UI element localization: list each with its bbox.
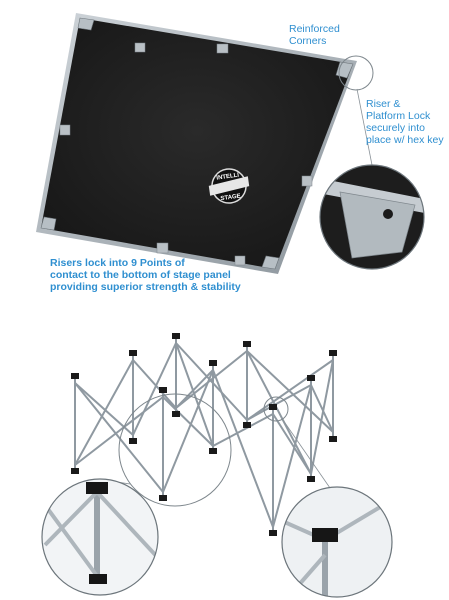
riser-frame [74, 337, 334, 533]
brand-logo: INTELLI STAGE [208, 168, 250, 204]
callout-risers-points: Risers lock into 9 Points of contact to … [50, 257, 241, 293]
corner-callout-leader [356, 88, 373, 166]
corner-callout-ring [338, 55, 374, 91]
riser-leader-right [282, 419, 331, 489]
panel-edge-tabs [59, 42, 313, 266]
riser-feet [71, 411, 337, 536]
corner-brackets [40, 17, 354, 270]
callout-reinforced-corners: Reinforced Corners [289, 23, 340, 47]
zoom-detail-leg-left [41, 478, 159, 596]
panel-surface [41, 18, 353, 269]
callout-riser-lock: Riser & Platform Lock securely into plac… [366, 98, 444, 146]
zoom-detail-cap-right [281, 486, 393, 598]
riser-caps [71, 333, 337, 410]
riser-callout-ring-right [263, 396, 289, 422]
riser-callout-ring-left [118, 393, 232, 507]
stage-panel: INTELLI STAGE [36, 13, 357, 274]
zoom-detail-corner [319, 164, 425, 270]
logo-text-bottom: STAGE [220, 194, 241, 203]
logo-text-top: INTELLI [216, 172, 240, 181]
